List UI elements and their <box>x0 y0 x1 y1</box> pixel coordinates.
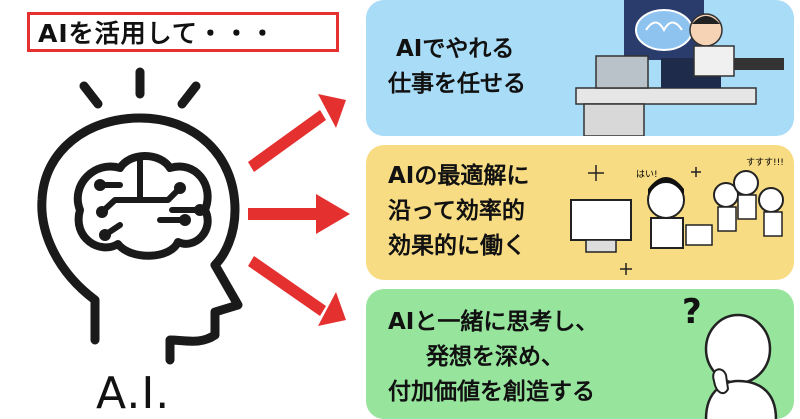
arrow-right-icon <box>248 194 350 234</box>
card1-text: AIでやれる 仕事を任せる <box>388 32 526 102</box>
busy-office-illustration: はい! すすす!!! <box>570 157 784 275</box>
ai-head-icon <box>37 67 243 365</box>
card3-line2: 発想を深め、 <box>426 344 564 370</box>
card2-line2: 沿って効率的 <box>388 198 525 224</box>
card-delegate-work: AIでやれる 仕事を任せる <box>366 0 794 136</box>
card1-line2: 仕事を任せる <box>388 71 526 97</box>
sparkle-icon <box>588 165 701 275</box>
arrow-down-right-icon <box>248 256 346 326</box>
thinking-person-illustration: ? <box>682 292 778 419</box>
card2-text: AIの最適解に 沿って効率的 効果的に働く <box>388 159 529 264</box>
card2-line3: 効果的に働く <box>388 233 526 259</box>
card-optimal-work: AIの最適解に 沿って効率的 効果的に働く はい! すすす!!! <box>366 145 794 280</box>
page-title: AIを活用して・・・ <box>38 19 276 48</box>
card3-line1: AIと一緒に思考し、 <box>388 309 599 335</box>
question-mark-icon: ? <box>682 292 702 332</box>
ai-office-worker-illustration <box>575 0 784 136</box>
card-think-together: AIと一緒に思考し、 発想を深め、 付加価値を創造する ? <box>366 289 794 419</box>
card2-line1: AIの最適解に <box>388 163 530 189</box>
card3-line3: 付加価値を創造する <box>388 379 595 405</box>
arrows-group <box>248 94 350 326</box>
card1-line1: AIでやれる <box>396 36 515 62</box>
card3-text: AIと一緒に思考し、 発想を深め、 付加価値を創造する <box>388 305 598 410</box>
title-box: AIを活用して・・・ <box>27 12 339 52</box>
arrow-up-right-icon <box>248 94 346 172</box>
office-cheer-text: すすす!!! <box>746 157 784 168</box>
office-speech-text: はい! <box>636 169 658 180</box>
ai-label: A.I. <box>96 368 171 419</box>
